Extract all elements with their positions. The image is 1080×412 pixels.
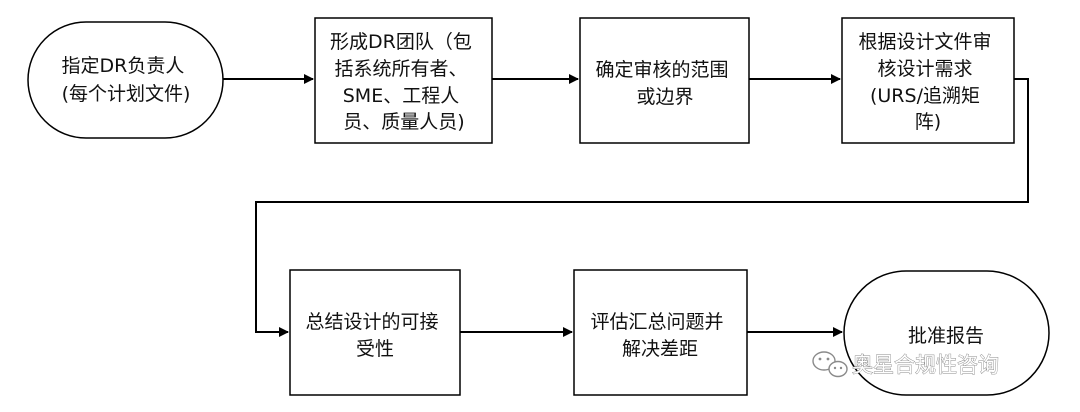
arrow-4-to-5 (255, 78, 1029, 337)
form-team-label: 形成DR团队（包 括系统所有者、 SME、工程人 员、质量人员) (330, 31, 478, 133)
evaluate-issues-label: 评估汇总问题并 解决差距 (590, 311, 729, 360)
label-line: 员、质量人员) (343, 111, 464, 133)
label-line: 指定DR负责人 (62, 55, 185, 77)
label-line: 阵) (915, 111, 941, 133)
label-line: 根据设计文件审 (858, 31, 991, 53)
label-line: 总结设计的可接 (305, 311, 438, 333)
process-box-evaluate-issues (573, 269, 748, 396)
label-line: 确定审核的范围 (595, 59, 728, 81)
watermark-text: 奥星合规性咨询 (852, 353, 999, 377)
process-box-define-scope (579, 17, 750, 144)
review-requirements-label: 根据设计文件审 核设计需求 (URS/追溯矩 阵) (858, 31, 997, 133)
label-line: (每个计划文件) (62, 83, 191, 105)
summarize-acceptability-label: 总结设计的可接 受性 (305, 311, 444, 360)
process-box-form-team (314, 17, 493, 144)
label-line: 核设计需求 (877, 58, 972, 80)
label-line: 评估汇总问题并 (590, 311, 723, 333)
end-terminal-label: 批准报告 (908, 325, 984, 347)
label-line: 形成DR团队（包 (330, 31, 472, 53)
label-line: (URS/追溯矩 (870, 85, 980, 107)
wechat-icon (812, 351, 848, 378)
label-line: 括系统所有者、 (334, 58, 467, 80)
start-terminal (27, 21, 224, 139)
process-box-review-requirements (841, 17, 1015, 144)
label-line: 批准报告 (908, 325, 984, 347)
label-line: SME、工程人 (343, 85, 459, 107)
process-box-summarize-acceptability (289, 269, 461, 396)
label-line: 解决差距 (622, 338, 698, 360)
start-terminal-label: 指定DR负责人 (每个计划文件) (62, 55, 191, 105)
end-terminal (843, 270, 1050, 396)
label-line: 或边界 (636, 86, 693, 108)
define-scope-label: 确定审核的范围 或边界 (595, 59, 734, 108)
label-line: 受性 (356, 338, 394, 360)
